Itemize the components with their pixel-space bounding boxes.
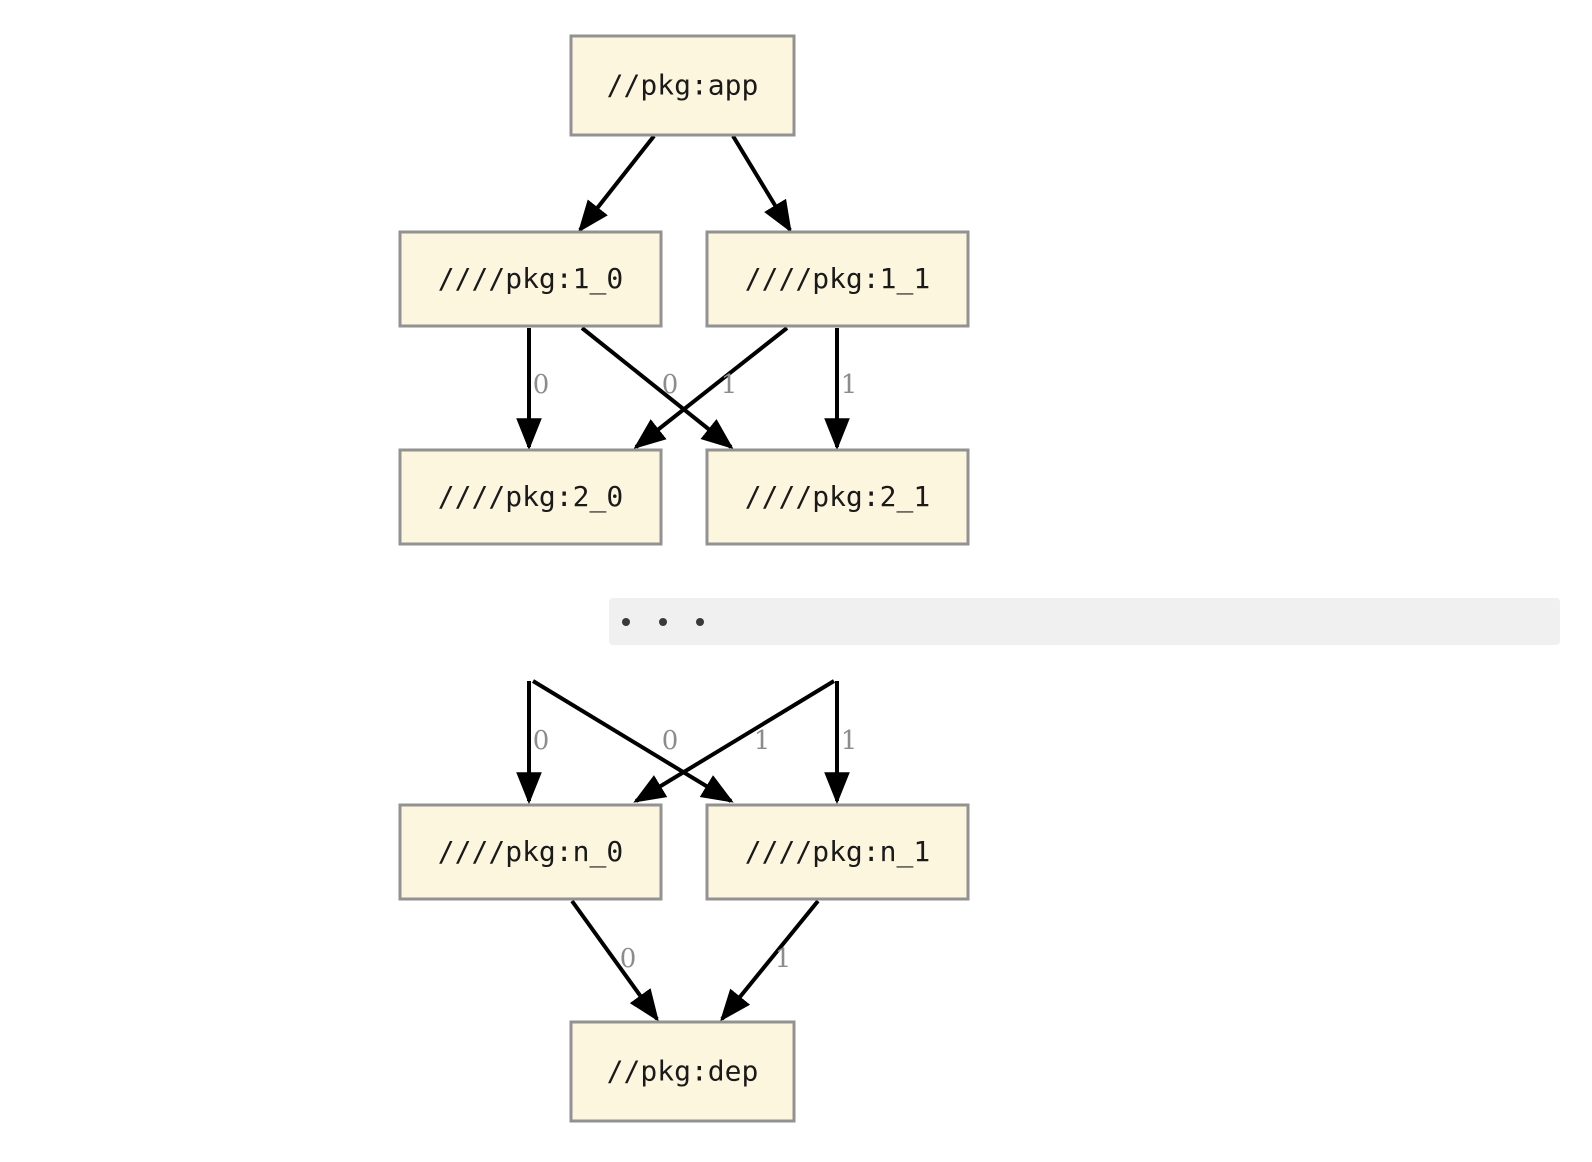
nodes-layer: //pkg:app ////pkg:1_0 ////pkg:1_1 ////pkg:2…: [398, 34, 970, 1123]
edge-label: 1: [775, 944, 792, 974]
edge-label: 0: [533, 370, 550, 400]
node-label: ////pkg:2_0: [438, 480, 623, 514]
graph-edge: [578, 134, 656, 233]
graph-edge: [531, 679, 734, 803]
edge-label: 1: [721, 370, 738, 400]
graph-node-nn_0[interactable]: ////pkg:n_0: [398, 803, 663, 901]
node-label: ////pkg:1_0: [438, 262, 623, 296]
edge-label: 1: [841, 726, 858, 756]
node-label: ////pkg:n_0: [438, 835, 623, 869]
node-label: //pkg:dep: [607, 1055, 759, 1088]
node-box[interactable]: [705, 803, 970, 901]
node-label: ////pkg:1_1: [745, 262, 930, 296]
edge-label: 0: [662, 726, 679, 756]
node-box[interactable]: [705, 448, 970, 546]
graph-node-app[interactable]: //pkg:app: [569, 34, 796, 137]
node-box[interactable]: [569, 1020, 796, 1123]
graph-node-nn_1[interactable]: ////pkg:n_1: [705, 803, 970, 901]
graph-node-n2_1[interactable]: ////pkg:2_1: [705, 448, 970, 546]
graph-node-dep[interactable]: //pkg:dep: [569, 1020, 796, 1123]
edge-label: 0: [533, 726, 550, 756]
ellipsis-dot: [696, 617, 704, 626]
graph-node-n2_0[interactable]: ////pkg:2_0: [398, 448, 663, 546]
graph-node-n1_1[interactable]: ////pkg:1_1: [705, 230, 970, 328]
node-label: //pkg:app: [607, 69, 759, 102]
ellipsis-dot: [659, 617, 667, 626]
graph-edge: [570, 899, 659, 1022]
ellipsis-dots: [622, 617, 733, 626]
node-box[interactable]: [705, 230, 970, 328]
ellipsis-dot: [622, 617, 630, 626]
ellipsis-separator-band: [609, 598, 1560, 645]
node-box[interactable]: [569, 34, 796, 137]
edge-label: 1: [841, 370, 858, 400]
graph-edge: [633, 679, 836, 803]
graph-edge: [731, 134, 792, 233]
node-box[interactable]: [398, 803, 663, 901]
edge-label: 1: [754, 726, 771, 756]
graph-edge: [633, 326, 789, 449]
graph-edge: [719, 899, 820, 1022]
node-box[interactable]: [398, 448, 663, 546]
node-box[interactable]: [398, 230, 663, 328]
node-label: ////pkg:2_1: [745, 480, 930, 514]
graph-edge: [580, 326, 734, 449]
node-label: ////pkg:n_1: [745, 835, 930, 869]
graph-node-n1_0[interactable]: ////pkg:1_0: [398, 230, 663, 328]
edges-layer: [516, 134, 850, 1022]
edge-label: 0: [620, 944, 637, 974]
edge-labels-layer: 0 0 1 1 0 0 1 1 0 1: [533, 370, 858, 974]
edge-label: 0: [662, 370, 679, 400]
